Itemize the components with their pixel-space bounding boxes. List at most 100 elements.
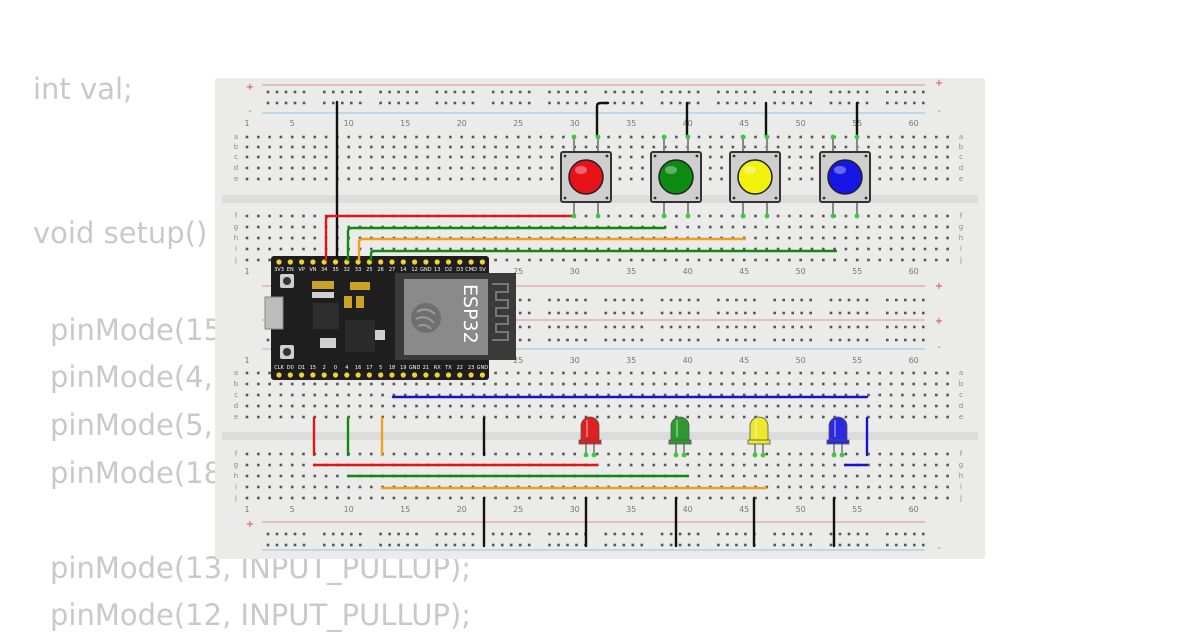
breadboard-hole [765, 474, 769, 478]
breadboard-hole [527, 298, 531, 302]
breadboard-hole [788, 404, 791, 408]
esp32-pin-label: VP [298, 267, 304, 273]
breadboard-hole [946, 371, 949, 375]
breadboard-hole [754, 214, 757, 218]
breadboard-hole [562, 415, 565, 419]
breadboard-hole [358, 485, 362, 489]
breadboard-hole [449, 155, 452, 159]
breadboard-hole [245, 155, 249, 159]
breadboard-hole [901, 404, 904, 408]
breadboard-hole [782, 338, 785, 342]
breadboard-hole [607, 404, 610, 408]
breadboard-hole [731, 404, 735, 408]
breadboard-hole [855, 496, 859, 500]
breadboard-hole [855, 258, 859, 262]
breadboard-hole [678, 543, 682, 547]
breadboard-hole [426, 496, 430, 500]
breadboard-hole [268, 214, 271, 218]
breadboard-hole [584, 325, 587, 329]
breadboard-hole [491, 543, 495, 547]
breadboard-hole [573, 258, 576, 262]
breadboard-hole [754, 496, 757, 500]
code-line: pinMode(4, [50, 360, 213, 394]
breadboard-hole [575, 338, 578, 342]
breadboard-hole [453, 90, 457, 94]
breadboard-hole [833, 404, 836, 408]
breadboard-hole [865, 311, 869, 315]
breadboard-hole [844, 135, 848, 139]
breadboard-hole [392, 382, 396, 386]
button-pin-dot [854, 134, 860, 140]
breadboard-hole [867, 415, 870, 419]
button-corner [822, 196, 826, 200]
breadboard-hole [696, 90, 700, 94]
breadboard-hole [323, 101, 326, 105]
breadboard-hole [302, 145, 305, 149]
breadboard-hole [562, 258, 565, 262]
breadboard-hole [245, 177, 249, 181]
espressif-logo-mark [415, 308, 436, 330]
breadboard-hole [403, 247, 407, 251]
breadboard-hole [629, 463, 633, 467]
breadboard-hole [726, 325, 729, 329]
breadboard-hole [516, 135, 520, 139]
breadboard-hole [717, 101, 720, 105]
breadboard-hole [584, 90, 587, 94]
breadboard-hole [717, 298, 720, 302]
breadboard-hole [245, 452, 249, 456]
breadboard-hole [895, 311, 898, 315]
breadboard-hole [641, 452, 644, 456]
breadboard-hole [799, 415, 802, 419]
breadboard-hole [257, 155, 260, 159]
breadboard-hole [913, 298, 916, 302]
breadboard-hole [878, 382, 882, 386]
led-rim [578, 439, 602, 445]
breadboard-hole [257, 382, 260, 386]
breadboard-hole [663, 496, 667, 500]
breadboard-hole [557, 325, 560, 329]
breadboard-hole [641, 247, 644, 251]
breadboard-hole [946, 236, 949, 240]
breadboard-hole [735, 90, 738, 94]
breadboard-hole [904, 101, 907, 105]
breadboard-hole [822, 135, 825, 139]
esp32-pin [468, 259, 474, 265]
breadboard-hole [720, 177, 723, 181]
breadboard-hole [584, 135, 588, 139]
breadboard-hole [935, 474, 938, 478]
breadboard-hole [726, 90, 729, 94]
breadboard-hole [392, 166, 396, 170]
breadboard-hole [878, 463, 882, 467]
breadboard-hole [528, 452, 531, 456]
wire-green [346, 226, 667, 262]
button-corner [695, 196, 699, 200]
breadboard-hole [717, 532, 720, 536]
breadboard-hole [403, 452, 407, 456]
column-number: 1 [244, 505, 249, 514]
wire-green [369, 249, 838, 262]
breadboard-hole [604, 311, 608, 315]
breadboard-hole [370, 404, 373, 408]
button-corner [653, 196, 657, 200]
breadboard-hole [460, 135, 463, 139]
breadboard-hole [660, 90, 664, 94]
breadboard-hole [935, 247, 938, 251]
breadboard-hole [847, 532, 851, 536]
breadboard-hole [641, 177, 644, 181]
breadboard-hole [641, 393, 644, 397]
breadboard-hole [347, 225, 350, 229]
breadboard-hole [865, 90, 869, 94]
breadboard-hole [449, 177, 452, 181]
breadboard-hole [660, 338, 664, 342]
breadboard-hole [290, 145, 294, 149]
breadboard-hole [687, 311, 691, 315]
breadboard-hole [403, 135, 407, 139]
breadboard-hole [293, 532, 297, 536]
breadboard-hole [392, 145, 396, 149]
row-letter: i [960, 245, 962, 253]
breadboard-hole [913, 311, 916, 315]
breadboard-hole [494, 166, 497, 170]
breadboard-hole [847, 311, 851, 315]
breadboard-hole [613, 101, 617, 105]
